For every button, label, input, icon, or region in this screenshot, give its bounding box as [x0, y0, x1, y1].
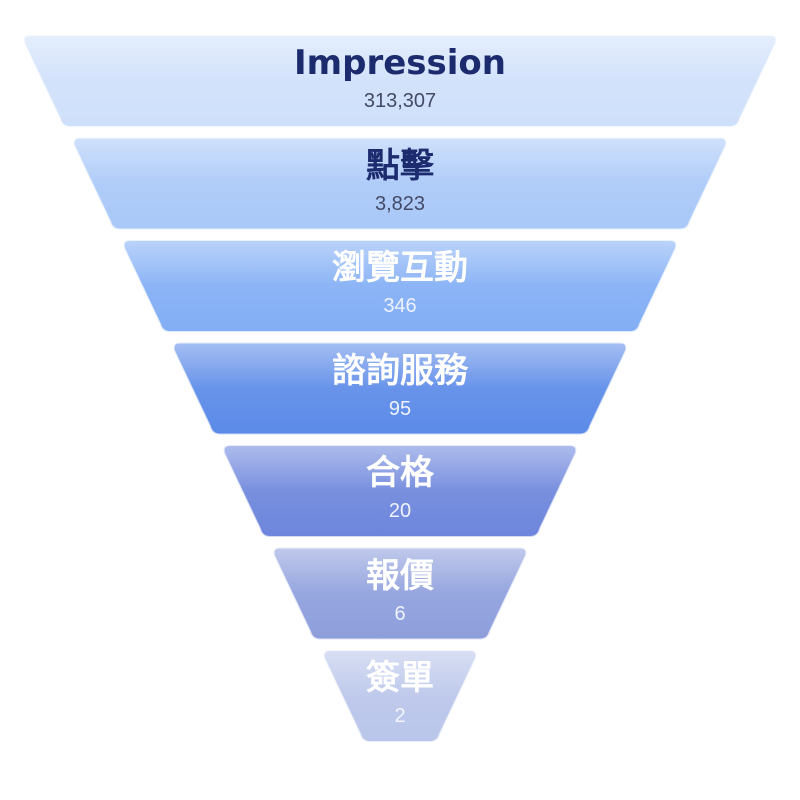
funnel-stage-label: 報價	[366, 555, 434, 596]
funnel-stage-label: 合格	[366, 453, 434, 493]
funnel-stage-label: 瀏覽互動	[332, 248, 468, 288]
funnel-segment-2	[72, 136, 728, 231]
funnel-stage-value: 346	[383, 295, 417, 317]
funnel-segment-7	[322, 649, 478, 743]
funnel-segment-1	[22, 34, 778, 128]
funnel-stage-label: 諮詢服務	[332, 350, 468, 391]
funnel-stage-value: 2	[394, 705, 406, 727]
funnel-segment-gloss	[123, 240, 677, 332]
funnel-stage-value: 95	[388, 397, 412, 420]
funnel-stage-value: 6	[394, 602, 406, 625]
funnel-segment-gloss	[323, 650, 477, 742]
funnel-stage-label: 點擊	[366, 145, 434, 186]
funnel-segment-5	[222, 444, 578, 538]
funnel-stage-value: 313,307	[363, 90, 437, 112]
funnel-segment-gloss	[223, 445, 577, 537]
funnel-segment-gloss	[273, 547, 527, 640]
funnel-stage-label: Impression	[294, 43, 506, 83]
funnel-segment-gloss	[173, 342, 627, 435]
funnel-stage-value: 20	[388, 500, 412, 522]
funnel-segment-4	[172, 341, 628, 436]
funnel-segment-gloss	[73, 137, 727, 230]
funnel-stage-value: 3,823	[374, 192, 426, 215]
funnel-segment-6	[272, 546, 528, 641]
funnel-stage-label: 簽單	[366, 658, 434, 698]
funnel-segment-gloss	[23, 35, 777, 127]
funnel-segment-3	[122, 239, 678, 333]
